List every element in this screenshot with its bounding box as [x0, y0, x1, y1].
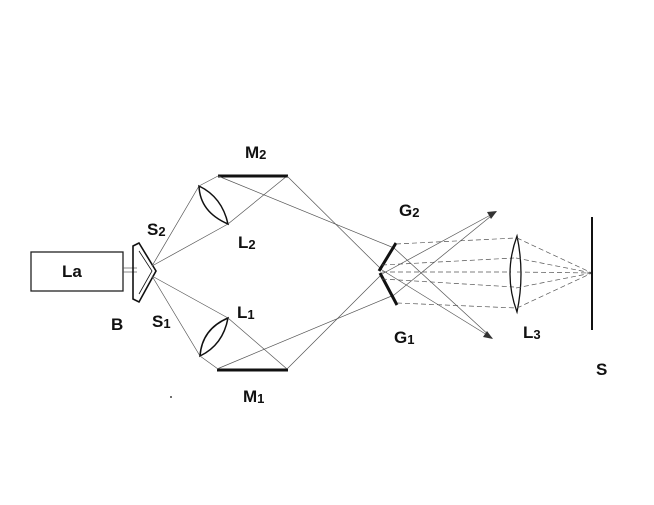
label-s2: S2 — [147, 220, 166, 239]
beamsplitter-inner-face — [138, 250, 153, 295]
speck — [170, 396, 172, 398]
rays-mirrors-to-gratings — [216, 175, 497, 370]
label-m2: M2 — [245, 143, 266, 162]
grating-g2 — [377, 242, 398, 272]
arrow-down-icon — [483, 331, 493, 339]
laser-beam — [123, 267, 137, 273]
label-l1: L1 — [237, 303, 255, 322]
lens-l1 — [199, 316, 229, 358]
lens-l3 — [509, 233, 522, 315]
arrow-up-icon — [487, 211, 497, 219]
beamsplitter-label: B — [111, 315, 123, 334]
beamsplitter-b — [132, 241, 157, 304]
label-s1: S1 — [152, 312, 171, 331]
label-l2: L2 — [238, 233, 256, 252]
grating-g1 — [378, 272, 399, 306]
screen-label: S — [596, 360, 607, 379]
label-g1: G1 — [394, 328, 414, 347]
laser-label: La — [62, 262, 82, 281]
dashed-rays-to-l3 — [381, 237, 517, 309]
rays-to-lenses — [151, 185, 229, 357]
dashed-rays-to-screen — [515, 237, 593, 309]
laser-box — [30, 251, 124, 292]
lens-l2 — [198, 184, 230, 226]
label-m1: M1 — [243, 387, 264, 406]
label-g2: G2 — [399, 201, 419, 220]
rays-to-mirrors — [198, 175, 288, 370]
label-l3: L3 — [523, 323, 541, 342]
